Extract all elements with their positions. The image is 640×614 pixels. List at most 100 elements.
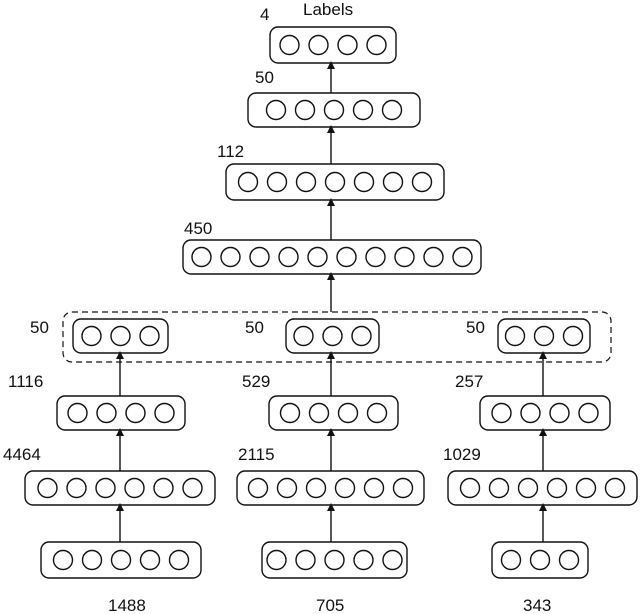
neuron-node <box>337 34 358 56</box>
neuron-node <box>366 402 388 424</box>
neuron-node <box>578 402 599 424</box>
neuron-node <box>295 171 317 193</box>
layer-code-a <box>72 318 169 354</box>
neuron-node <box>153 477 174 499</box>
neuron-node <box>293 325 314 347</box>
layer-input-a <box>40 541 202 579</box>
layer-box <box>497 318 591 354</box>
neuron-node <box>81 549 103 571</box>
neuron-node <box>37 477 58 499</box>
neuron-node <box>81 325 102 347</box>
neuron-node <box>558 549 580 571</box>
neuron-node <box>96 402 117 424</box>
neuron-node <box>139 549 161 571</box>
neuron-node <box>546 477 568 499</box>
neuron-node <box>168 549 190 571</box>
layers <box>24 26 638 579</box>
neuron-node <box>382 549 403 571</box>
layer-code-c <box>497 318 591 354</box>
neuron-node <box>249 246 270 268</box>
neuron-node <box>504 325 526 347</box>
layer-size-code-b: 50 <box>245 318 264 337</box>
layer-box <box>269 26 397 64</box>
neuron-node <box>95 477 116 499</box>
layer-box <box>447 470 638 506</box>
layer-size-input-b: 705 <box>316 596 344 614</box>
layer-hidden2-c <box>479 395 611 431</box>
layer-box <box>247 92 421 128</box>
neuron-node <box>352 99 374 121</box>
neuron-node <box>562 325 584 347</box>
layer-input-c <box>491 541 589 579</box>
layer-size-hidden2-a: 1116 <box>8 372 43 391</box>
layer-box <box>261 541 408 579</box>
layer-box <box>285 318 380 354</box>
neuron-node <box>491 402 512 424</box>
neuron-node <box>265 99 287 121</box>
neuron-node <box>337 402 359 424</box>
neuron-node <box>279 34 300 56</box>
neuron-node <box>517 477 539 499</box>
layer-size-hidden1-b: 2115 <box>238 445 275 464</box>
layer-hidden1-a <box>24 470 216 506</box>
layer-size-input-a: 1488 <box>108 596 146 614</box>
neuron-node <box>604 477 626 499</box>
neuron-node <box>308 34 329 56</box>
neuron-node <box>324 549 345 571</box>
layer-size-hidden2-b: 529 <box>242 372 270 391</box>
neuron-node <box>459 477 481 499</box>
neuron-node <box>308 402 330 424</box>
neuron-node <box>324 171 346 193</box>
neuron-node <box>351 325 372 347</box>
output-title: Labels <box>303 0 353 19</box>
neuron-node <box>411 171 433 193</box>
neuron-node <box>154 402 175 424</box>
layer-hidden1-c <box>447 470 638 506</box>
layer-box <box>225 163 445 201</box>
neuron-node <box>452 246 473 268</box>
neuron-node <box>66 477 87 499</box>
neuron-node <box>110 325 131 347</box>
neuron-node <box>353 171 375 193</box>
neuron-node <box>279 402 301 424</box>
layer-size-output: 4 <box>260 5 269 24</box>
neuron-node <box>52 549 74 571</box>
layer-box <box>24 470 216 506</box>
layer-merged-2 <box>225 163 445 201</box>
neuron-node <box>336 246 357 268</box>
layer-size-merged-1: 450 <box>184 219 212 238</box>
layer-box <box>182 239 482 275</box>
layer-box <box>236 470 425 506</box>
code-layers-group <box>62 311 612 363</box>
layer-box <box>56 395 186 431</box>
layer-box <box>72 318 169 354</box>
neuron-node <box>366 34 387 56</box>
layer-box <box>40 541 202 579</box>
layer-output <box>269 26 397 64</box>
layer-code-b <box>285 318 380 354</box>
neuron-node <box>533 325 555 347</box>
neuron-node <box>365 246 386 268</box>
neuron-node <box>500 549 522 571</box>
neuron-node <box>276 477 298 499</box>
neuron-node <box>191 246 212 268</box>
layer-box <box>479 395 611 431</box>
layer-size-code-c: 50 <box>466 318 485 337</box>
layer-merged-3 <box>247 92 421 128</box>
layer-hidden2-a <box>56 395 186 431</box>
layer-size-merged-2: 112 <box>217 142 244 161</box>
neuron-node <box>295 549 316 571</box>
neuron-node <box>381 99 403 121</box>
neuron-node <box>139 325 160 347</box>
neuron-node <box>353 549 374 571</box>
neuron-node <box>266 549 287 571</box>
layer-size-merged-3: 50 <box>255 68 274 87</box>
neuron-node <box>392 477 414 499</box>
neuron-node <box>278 246 299 268</box>
layer-hidden1-b <box>236 470 425 506</box>
layer-box <box>268 395 399 431</box>
neuron-node <box>67 402 88 424</box>
neuron-node <box>110 549 132 571</box>
layer-size-code-a: 50 <box>30 318 49 337</box>
